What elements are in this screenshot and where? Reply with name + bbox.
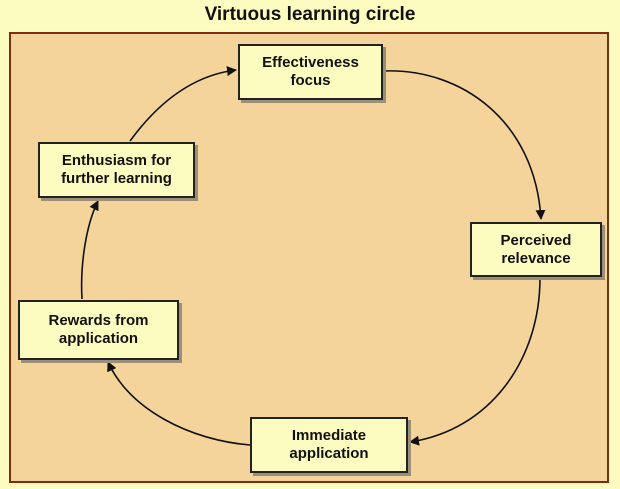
node-enthusiasm-for-further-learning: Enthusiasm for further learning	[38, 142, 195, 198]
arrow-enthusiasm-to-effectiveness	[129, 66, 237, 142]
node-effectiveness-focus: Effectiveness focus	[238, 44, 383, 100]
node-rewards-from-application: Rewards from application	[18, 300, 179, 360]
arrow-rewards-to-enthusiasm	[80, 200, 99, 300]
diagram-title: Virtuous learning circle	[204, 4, 416, 25]
node-immediate-application: Immediate application	[250, 417, 408, 473]
arrow-effectiveness-to-relevance	[383, 70, 546, 220]
arrow-relevance-to-application	[409, 277, 541, 446]
node-perceived-relevance: Perceived relevance	[470, 222, 602, 277]
arrow-application-to-rewards	[107, 361, 251, 446]
